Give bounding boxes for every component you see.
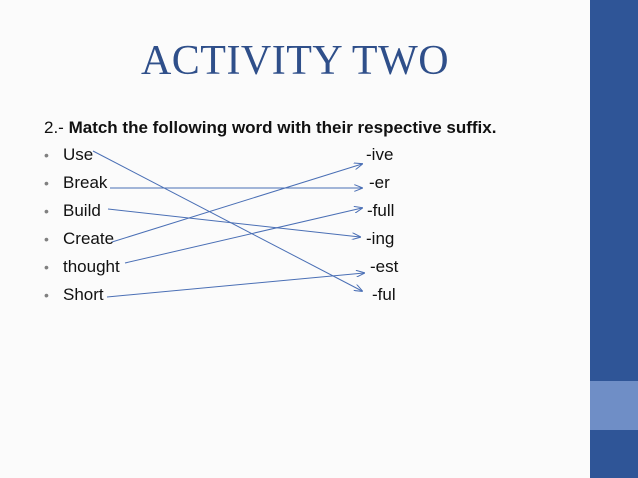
bullet-icon: • (44, 203, 49, 219)
word-short: Short (63, 285, 104, 304)
bullet-icon: • (44, 175, 49, 191)
match-line-thought-full (124, 208, 362, 264)
match-line-short-est (106, 273, 364, 298)
match-line-create-ive (111, 164, 362, 243)
word-use: Use (63, 145, 94, 164)
match-line-build-ing (107, 208, 360, 237)
bullet-icon: • (44, 287, 49, 303)
instruction-number: 2.- (44, 118, 64, 137)
word-build: Build (63, 201, 101, 220)
suffix-full: -full (367, 201, 395, 220)
word-thought: thought (63, 257, 120, 276)
bullet-icon: • (44, 147, 49, 163)
word-break: Break (63, 173, 108, 192)
sidebar-accent-block (590, 381, 638, 430)
suffix-est: -est (370, 257, 399, 276)
suffix-er: -er (369, 173, 390, 192)
suffix-ful: -ful (372, 285, 396, 304)
bullet-icon: • (44, 259, 49, 275)
suffix-ive: -ive (366, 145, 394, 164)
bullet-icon: • (44, 231, 49, 247)
instruction-text: Match the following word with their resp… (68, 118, 497, 137)
instruction: 2.- Match the following word with their … (44, 118, 496, 138)
slide-title: ACTIVITY TWO (140, 38, 450, 84)
match-line-use-ful (92, 150, 362, 291)
word-create: Create (63, 229, 115, 248)
suffix-ing: -ing (366, 229, 395, 248)
